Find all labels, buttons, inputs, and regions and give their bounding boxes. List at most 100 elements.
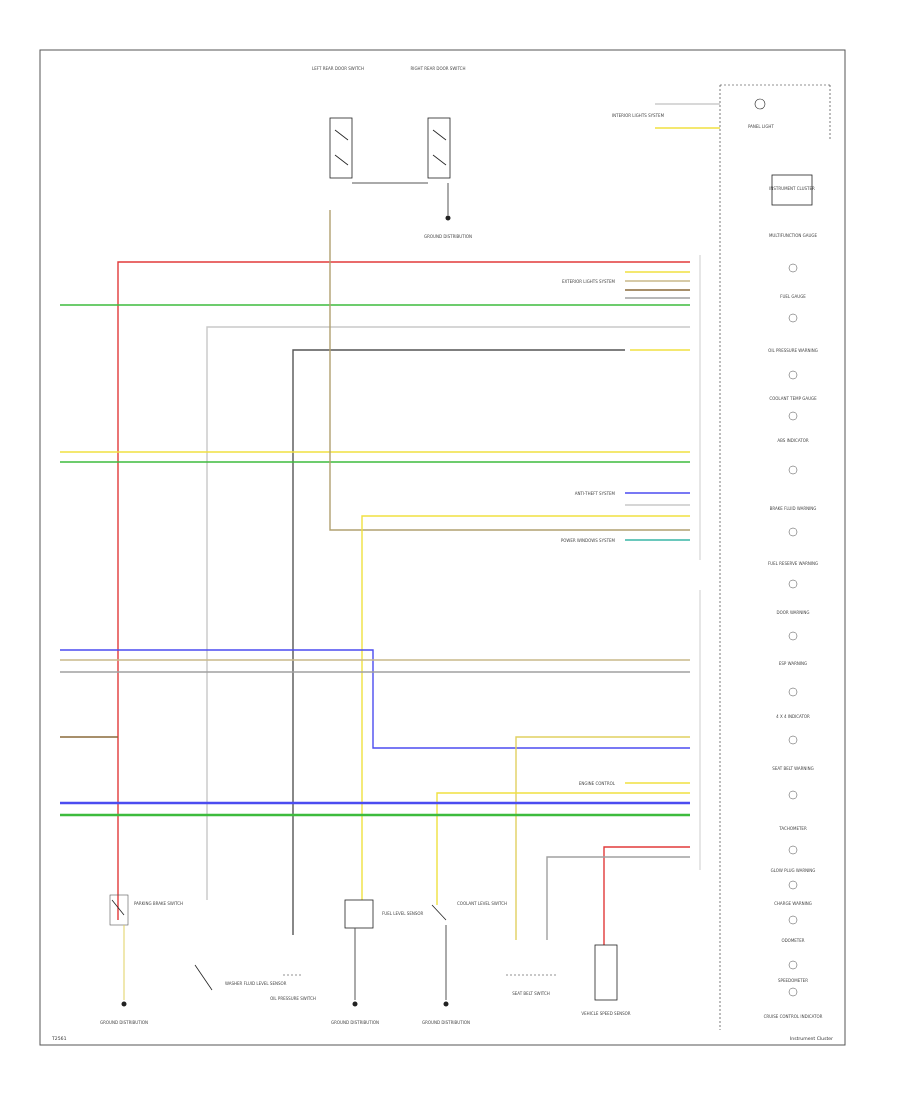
gauge-item: FUEL RESERVE WARNING — [768, 561, 818, 589]
gauge-item: COOLANT TEMP GAUGE — [769, 396, 817, 421]
washer-fluid-sensor: WASHER FLUID LEVEL SENSOR — [194, 964, 287, 991]
vehicle-speed-label: VEHICLE SPEED SENSOR — [581, 1011, 630, 1016]
gauge-label: CRUISE CONTROL INDICATOR — [764, 1014, 823, 1019]
gauge-item: MULTIFUNCTION GAUGE — [769, 233, 818, 273]
gauge-label: FUEL GAUGE — [780, 294, 806, 299]
wire-gray-bottom — [546, 856, 690, 940]
note-engine-control: ENGINE CONTROL — [579, 781, 616, 786]
gauge-icon — [788, 960, 798, 970]
gauge-label: OIL PRESSURE WARNING — [768, 348, 818, 353]
washer-fluid-label: WASHER FLUID LEVEL SENSOR — [225, 981, 287, 986]
gauge-icon — [788, 790, 798, 800]
ground-icon — [352, 1001, 358, 1007]
right-rear-door-switch: RIGHT REAR DOOR SWITCH — [411, 66, 466, 179]
fuel-level-sensor: FUEL LEVEL SENSOR GROUND DISTRIBUTION — [331, 899, 424, 1025]
gauge-icon — [788, 465, 798, 475]
wire-red-top — [117, 261, 690, 920]
footer-right-label: Instrument Cluster — [790, 1036, 833, 1042]
ground-label-3: GROUND DISTRIBUTION — [422, 1020, 470, 1025]
gauge-icon — [788, 880, 798, 890]
gauge-column: MULTIFUNCTION GAUGE FUEL GAUGE OIL PRESS… — [764, 233, 823, 1019]
gauge-icon — [788, 313, 798, 323]
ground-label-2: GROUND DISTRIBUTION — [331, 1020, 379, 1025]
panel-lamp-label: PANEL LIGHT — [748, 124, 774, 129]
wire-yellow-4 — [515, 736, 690, 940]
wire-blue-route — [60, 649, 690, 749]
gauge-item: SEAT BELT WARNING — [772, 766, 814, 800]
seat-belt-label: SEAT BELT SWITCH — [512, 991, 550, 996]
vehicle-speed-sensor: VEHICLE SPEED SENSOR — [581, 944, 631, 1016]
diagram-frame — [39, 49, 846, 1046]
gauge-label: COOLANT TEMP GAUGE — [769, 396, 817, 401]
gauge-label: 4 X 4 INDICATOR — [776, 714, 810, 719]
gauge-label: CHARGE WARNING — [774, 901, 812, 906]
note-power-windows: POWER WINDOWS SYSTEM — [561, 538, 616, 543]
gauge-item: SPEEDOMETER — [778, 978, 808, 997]
gauge-label: SPEEDOMETER — [778, 978, 808, 983]
right-switch-label: RIGHT REAR DOOR SWITCH — [411, 66, 466, 71]
ground-top-icon — [445, 215, 451, 221]
wire-yellow-5 — [436, 792, 690, 905]
gauge-item: CHARGE WARNING — [774, 901, 812, 925]
gauge-icon — [788, 845, 798, 855]
gauge-label: BRAKE FLUID WARNING — [770, 506, 817, 511]
seat-belt-switch: SEAT BELT SWITCH — [506, 974, 556, 996]
ground-label-1: GROUND DISTRIBUTION — [100, 1020, 148, 1025]
gauge-item: FUEL GAUGE — [780, 294, 806, 323]
wire-dark-1 — [292, 349, 625, 935]
gauge-item: ABS INDICATOR — [777, 438, 809, 475]
gauge-label: ODOMETER — [781, 938, 804, 943]
footer-left-label: T2561 — [51, 1036, 67, 1042]
note-anti-theft: ANTI-THEFT SYSTEM — [575, 491, 616, 496]
gauge-item: DOOR WARNING — [777, 610, 810, 641]
gauge-label: FUEL RESERVE WARNING — [768, 561, 818, 566]
gauge-label: MULTIFUNCTION GAUGE — [769, 233, 818, 238]
gauge-item: TACHOMETER — [778, 826, 807, 855]
left-switch-label: LEFT REAR DOOR SWITCH — [312, 66, 364, 71]
gauge-label: SEAT BELT WARNING — [772, 766, 813, 771]
gauge-item: CRUISE CONTROL INDICATOR — [764, 1014, 823, 1019]
gauge-icon — [788, 987, 798, 997]
gauge-icon — [788, 527, 798, 537]
ground-icon — [121, 1001, 127, 1007]
panel-lamp-icon — [754, 98, 766, 110]
fuel-level-label: FUEL LEVEL SENSOR — [382, 911, 424, 916]
panel-lamp-source: INTERIOR LIGHTS SYSTEM — [612, 113, 665, 118]
gauge-label: ABS INDICATOR — [777, 438, 808, 443]
cluster-label: INSTRUMENT CLUSTER — [769, 186, 815, 191]
gauge-label: GLOW PLUG WARNING — [771, 868, 816, 873]
wire-red-bottom — [603, 846, 690, 945]
gauge-icon — [788, 687, 798, 697]
gauge-icon — [788, 411, 798, 421]
gauge-icon — [788, 370, 798, 380]
gauge-label: DOOR WARNING — [777, 610, 810, 615]
wire-gray-1 — [206, 326, 690, 900]
gauge-icon — [788, 735, 798, 745]
cluster-label-box — [771, 174, 813, 206]
gauge-item: BRAKE FLUID WARNING — [770, 506, 817, 537]
wire-yellow-3 — [361, 515, 690, 900]
gauge-label: TACHOMETER — [778, 826, 807, 831]
parking-brake-switch: PARKING BRAKE SWITCH GROUND DISTRIBUTION — [100, 894, 183, 1025]
note-exterior-lights: EXTERIOR LIGHTS SYSTEM — [562, 279, 616, 284]
left-rear-door-switch: LEFT REAR DOOR SWITCH — [312, 66, 364, 179]
ground-icon — [443, 1001, 449, 1007]
gauge-icon — [788, 263, 798, 273]
ground-top-label: GROUND DISTRIBUTION — [424, 234, 472, 239]
gauge-icon — [788, 915, 798, 925]
oil-pressure-switch: OIL PRESSURE SWITCH — [270, 974, 316, 1001]
parking-brake-label: PARKING BRAKE SWITCH — [134, 901, 183, 906]
gauge-label: ESP WARNING — [779, 661, 807, 666]
oil-pressure-label: OIL PRESSURE SWITCH — [270, 996, 316, 1001]
gauge-icon — [788, 631, 798, 641]
gauge-item: 4 X 4 INDICATOR — [776, 714, 810, 745]
coolant-level-switch: COOLANT LEVEL SWITCH GROUND DISTRIBUTION — [422, 901, 507, 1025]
gauge-item: ODOMETER — [781, 938, 805, 970]
gauge-item: GLOW PLUG WARNING — [771, 868, 816, 890]
wire-tan-door — [329, 210, 690, 531]
gauge-icon — [788, 579, 798, 589]
gauge-item: ESP WARNING — [779, 661, 807, 697]
coolant-level-label: COOLANT LEVEL SWITCH — [457, 901, 507, 906]
gauge-item: OIL PRESSURE WARNING — [768, 348, 818, 380]
